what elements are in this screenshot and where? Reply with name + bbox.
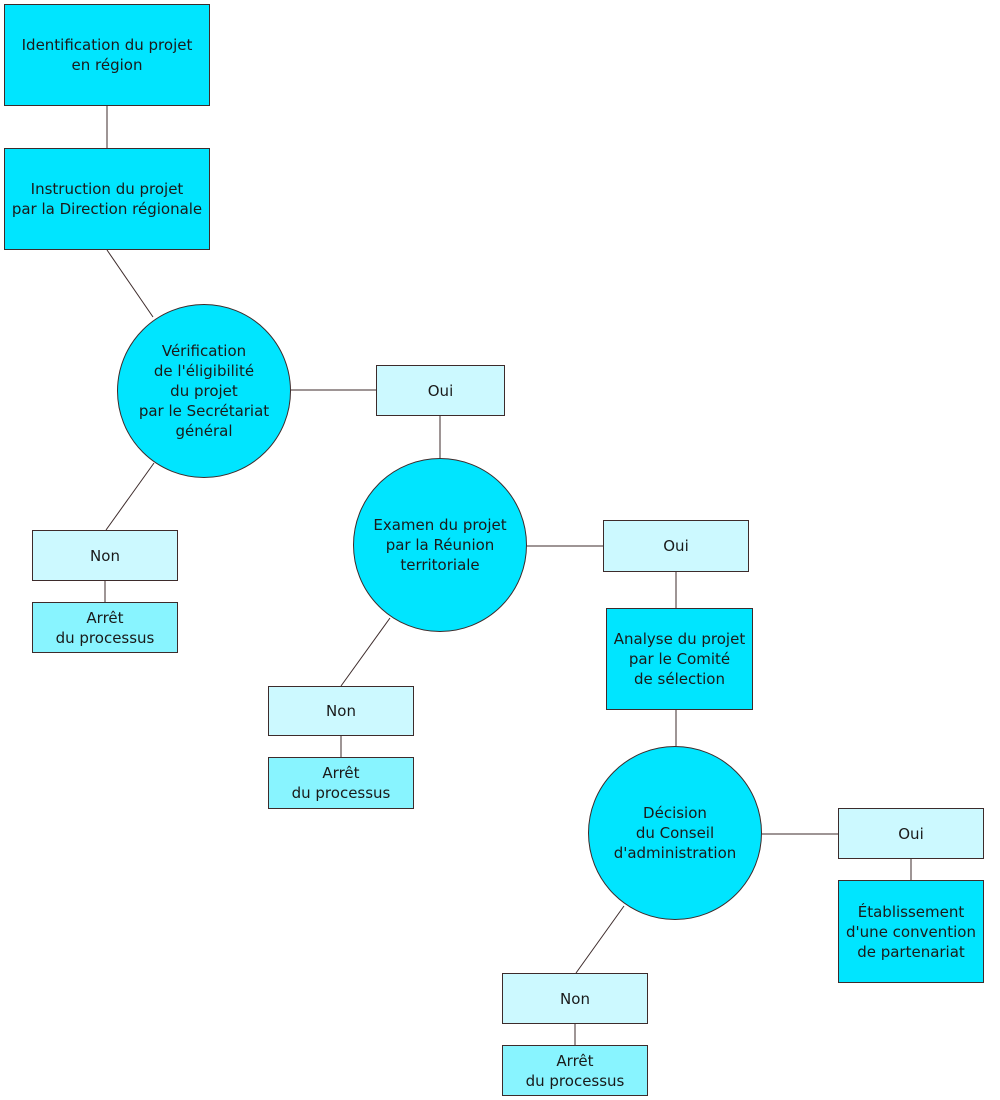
node-analyse: Analyse du projet par le Comité de sélec… xyxy=(606,608,753,710)
node-non-2-label: Non xyxy=(326,702,356,720)
node-decision-label: Décision du Conseil d'administration xyxy=(613,804,737,862)
node-convention: Établissement d'une convention de parten… xyxy=(838,880,984,983)
node-non-3-label: Non xyxy=(560,989,590,1008)
node-oui-2: Oui xyxy=(603,520,749,572)
node-verification-label: Vérification de l'éligibilité du projet … xyxy=(138,342,270,440)
node-non-1-label: Non xyxy=(90,546,120,565)
node-decision: Décision du Conseil d'administration xyxy=(588,746,762,920)
connector-instruction-verification xyxy=(106,249,154,318)
node-examen: Examen du projet par la Réunion territor… xyxy=(353,458,527,632)
node-arret-3: Arrêt du processus xyxy=(502,1045,648,1096)
connector-verification-non-1 xyxy=(105,462,155,531)
node-oui-2-label: Oui xyxy=(663,537,689,555)
node-examen-label: Examen du projet par la Réunion territor… xyxy=(373,516,507,574)
node-non-2: Non xyxy=(268,686,414,736)
node-instruction-label: Instruction du projet par la Direction r… xyxy=(11,180,203,218)
node-identification-label: Identification du projet en région xyxy=(21,36,193,74)
connector-examen-non-2 xyxy=(340,617,391,687)
node-arret-1: Arrêt du processus xyxy=(32,602,178,653)
node-verification: Vérification de l'éligibilité du projet … xyxy=(117,304,291,478)
node-analyse-label: Analyse du projet par le Comité de sélec… xyxy=(613,630,746,688)
node-non-3: Non xyxy=(502,973,648,1024)
node-arret-2: Arrêt du processus xyxy=(268,757,414,809)
node-convention-label: Établissement d'une convention de parten… xyxy=(846,902,976,961)
node-oui-3: Oui xyxy=(838,808,984,859)
node-arret-3-label: Arrêt du processus xyxy=(525,1051,625,1090)
node-arret-2-label: Arrêt du processus xyxy=(291,764,391,802)
node-oui-1-label: Oui xyxy=(427,381,454,400)
node-oui-1: Oui xyxy=(376,365,505,416)
connector-decision-non-3 xyxy=(575,905,625,974)
node-non-1: Non xyxy=(32,530,178,581)
node-instruction: Instruction du projet par la Direction r… xyxy=(4,148,210,250)
node-oui-3-label: Oui xyxy=(898,824,924,843)
node-arret-1-label: Arrêt du processus xyxy=(55,608,155,647)
node-identification: Identification du projet en région xyxy=(4,4,210,106)
